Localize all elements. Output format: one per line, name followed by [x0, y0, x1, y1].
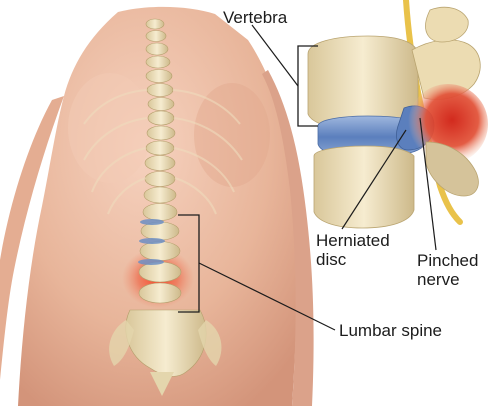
lumbar-spine-label: Lumbar spine [339, 321, 442, 340]
vertebra-closeup [308, 0, 488, 228]
herniated-disc-label: Herniated disc [316, 231, 390, 269]
herniated-disc-label-line-1: Herniated [316, 231, 390, 250]
herniated-disc-label-line-2: disc [316, 250, 390, 269]
pinched-nerve-label-line-1: Pinched [417, 251, 478, 270]
pinched-nerve-label-line-2: nerve [417, 270, 478, 289]
pinched-nerve-label: Pinched nerve [417, 251, 478, 289]
vertebra-label: Vertebra [223, 8, 287, 27]
